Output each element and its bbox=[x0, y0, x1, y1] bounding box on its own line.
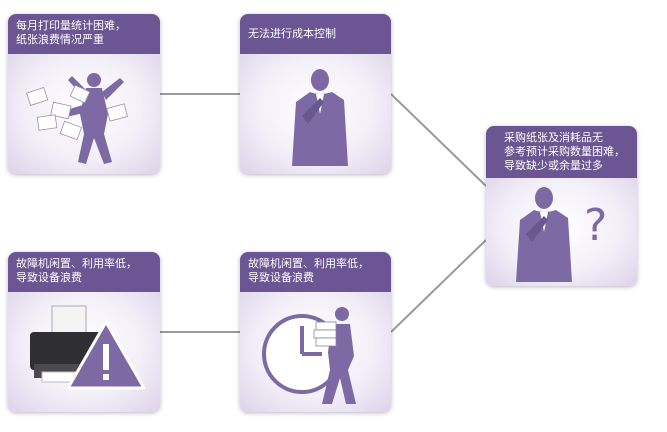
svg-text:?: ? bbox=[584, 200, 607, 251]
card-purchase-estimate-body: ? bbox=[486, 178, 637, 286]
card-paper-waste: 每月打印量统计困难， 纸张浪费情况严重 bbox=[8, 14, 160, 174]
card-equipment-waste: 故障机闲置、利用率低， 导致设备浪费 bbox=[240, 252, 391, 412]
card-printer-idle-body bbox=[8, 292, 160, 412]
card-printer-idle-text: 故障机闲置、利用率低， 导致设备浪费 bbox=[8, 252, 160, 292]
card-cost-control-text: 无法进行成本控制 bbox=[240, 14, 391, 54]
question-mark-man-icon: ? bbox=[516, 187, 607, 282]
card-equipment-waste-text: 故障机闲置、利用率低， 导致设备浪费 bbox=[240, 252, 391, 292]
printer-warning-icon bbox=[30, 305, 146, 390]
card-cost-control-body bbox=[240, 54, 391, 174]
connector-2-3 bbox=[390, 93, 487, 187]
throwing-papers-figure-icon bbox=[26, 73, 128, 164]
connector-5-3 bbox=[390, 239, 487, 333]
card-paper-waste-body bbox=[8, 54, 160, 174]
card-printer-idle: 故障机闲置、利用率低， 导致设备浪费 bbox=[8, 252, 160, 412]
card-purchase-estimate-text: 采购纸张及消耗品无 参考预计采购数量困难， 导致缺少或余量过多 bbox=[486, 126, 637, 178]
card-paper-waste-text: 每月打印量统计困难， 纸张浪费情况严重 bbox=[8, 14, 160, 54]
card-purchase-estimate: 采购纸张及消耗品无 参考预计采购数量困难， 导致缺少或余量过多 ? bbox=[486, 126, 637, 286]
thinking-man-icon bbox=[292, 69, 348, 166]
card-cost-control: 无法进行成本控制 bbox=[240, 14, 391, 174]
card-equipment-waste-body bbox=[240, 292, 391, 412]
clock-man-carrying-papers-icon bbox=[262, 307, 356, 404]
